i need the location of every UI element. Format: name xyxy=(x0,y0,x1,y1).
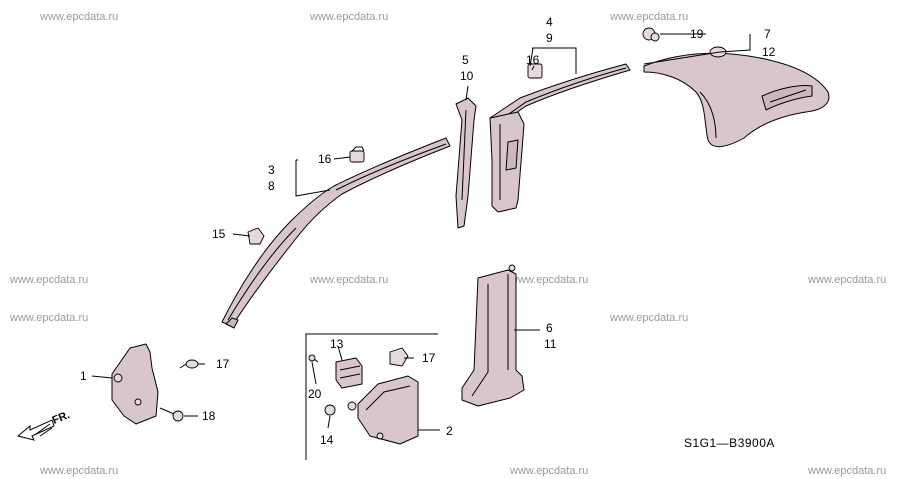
watermark: www.epcdata.ru xyxy=(9,274,88,286)
screw-20 xyxy=(308,354,319,363)
callout-8: 8 xyxy=(268,179,275,193)
callout-17-left: 17 xyxy=(216,357,230,371)
callout-1: 1 xyxy=(80,369,87,383)
clip-17-right xyxy=(389,347,409,367)
clip-19 xyxy=(642,27,660,42)
seatbelt-cover-1 xyxy=(111,343,159,425)
screw-18-left xyxy=(159,407,184,422)
a-pillar-garnish xyxy=(221,137,451,329)
watermark: www.epcdata.ru xyxy=(39,465,118,477)
callout-13: 13 xyxy=(330,337,344,351)
callout-14: 14 xyxy=(320,433,334,447)
clip-15 xyxy=(247,227,265,245)
callout-2: 2 xyxy=(446,424,453,438)
watermark: www.epcdata.ru xyxy=(309,11,388,23)
callout-3: 3 xyxy=(268,163,275,177)
clip-18-upper xyxy=(527,63,543,79)
watermark: www.epcdata.ru xyxy=(309,274,388,286)
callout-16-upper: 16 xyxy=(526,53,540,67)
b-pillar-upper-garnish xyxy=(489,111,525,213)
roof-side-garnish xyxy=(489,63,631,125)
watermark: www.epcdata.ru xyxy=(39,11,118,23)
callout-16: 16 xyxy=(318,152,332,166)
callout-7: 7 xyxy=(764,27,771,41)
watermark: www.epcdata.ru xyxy=(807,274,886,286)
subassembly-bracket xyxy=(305,333,438,460)
callout-5: 5 xyxy=(462,53,469,67)
front-direction-label: FR. xyxy=(51,409,72,427)
clip-14 xyxy=(324,404,336,416)
callout-17-right: 17 xyxy=(422,351,436,365)
leader-lines xyxy=(91,33,751,431)
b-pillar-lower-garnish xyxy=(461,264,525,407)
callout-9: 9 xyxy=(546,31,553,45)
part-13-box xyxy=(335,357,363,389)
callout-10: 10 xyxy=(460,69,474,83)
callout-19: 19 xyxy=(690,27,704,41)
diagram-code: S1G1—B3900A xyxy=(684,436,775,450)
callout-11: 11 xyxy=(544,337,557,351)
front-direction-arrow: FR. xyxy=(16,409,72,441)
center-pillar-upper-strip xyxy=(455,97,477,229)
callout-4: 4 xyxy=(546,15,553,29)
callout-15: 15 xyxy=(212,227,226,241)
callout-12: 12 xyxy=(762,45,776,59)
watermark: www.epcdata.ru xyxy=(509,465,588,477)
callout-18: 18 xyxy=(202,409,216,423)
callout-layer: 1 2 3 4 5 6 7 8 9 10 11 12 13 14 15 16 1… xyxy=(80,15,776,447)
trim-panel-2 xyxy=(347,375,419,445)
watermark: www.epcdata.ru xyxy=(807,465,886,477)
callout-20: 20 xyxy=(308,387,322,401)
watermark: www.epcdata.ru xyxy=(9,312,88,324)
watermark-layer: www.epcdata.ru www.epcdata.ru www.epcdat… xyxy=(9,11,886,477)
rear-pillar-garnish xyxy=(643,52,830,147)
watermark: www.epcdata.ru xyxy=(509,274,588,286)
watermark: www.epcdata.ru xyxy=(609,11,688,23)
watermark: www.epcdata.ru xyxy=(609,312,688,324)
clip-16-upper xyxy=(349,146,365,163)
screw-17-left xyxy=(179,359,199,369)
callout-6: 6 xyxy=(546,321,553,335)
